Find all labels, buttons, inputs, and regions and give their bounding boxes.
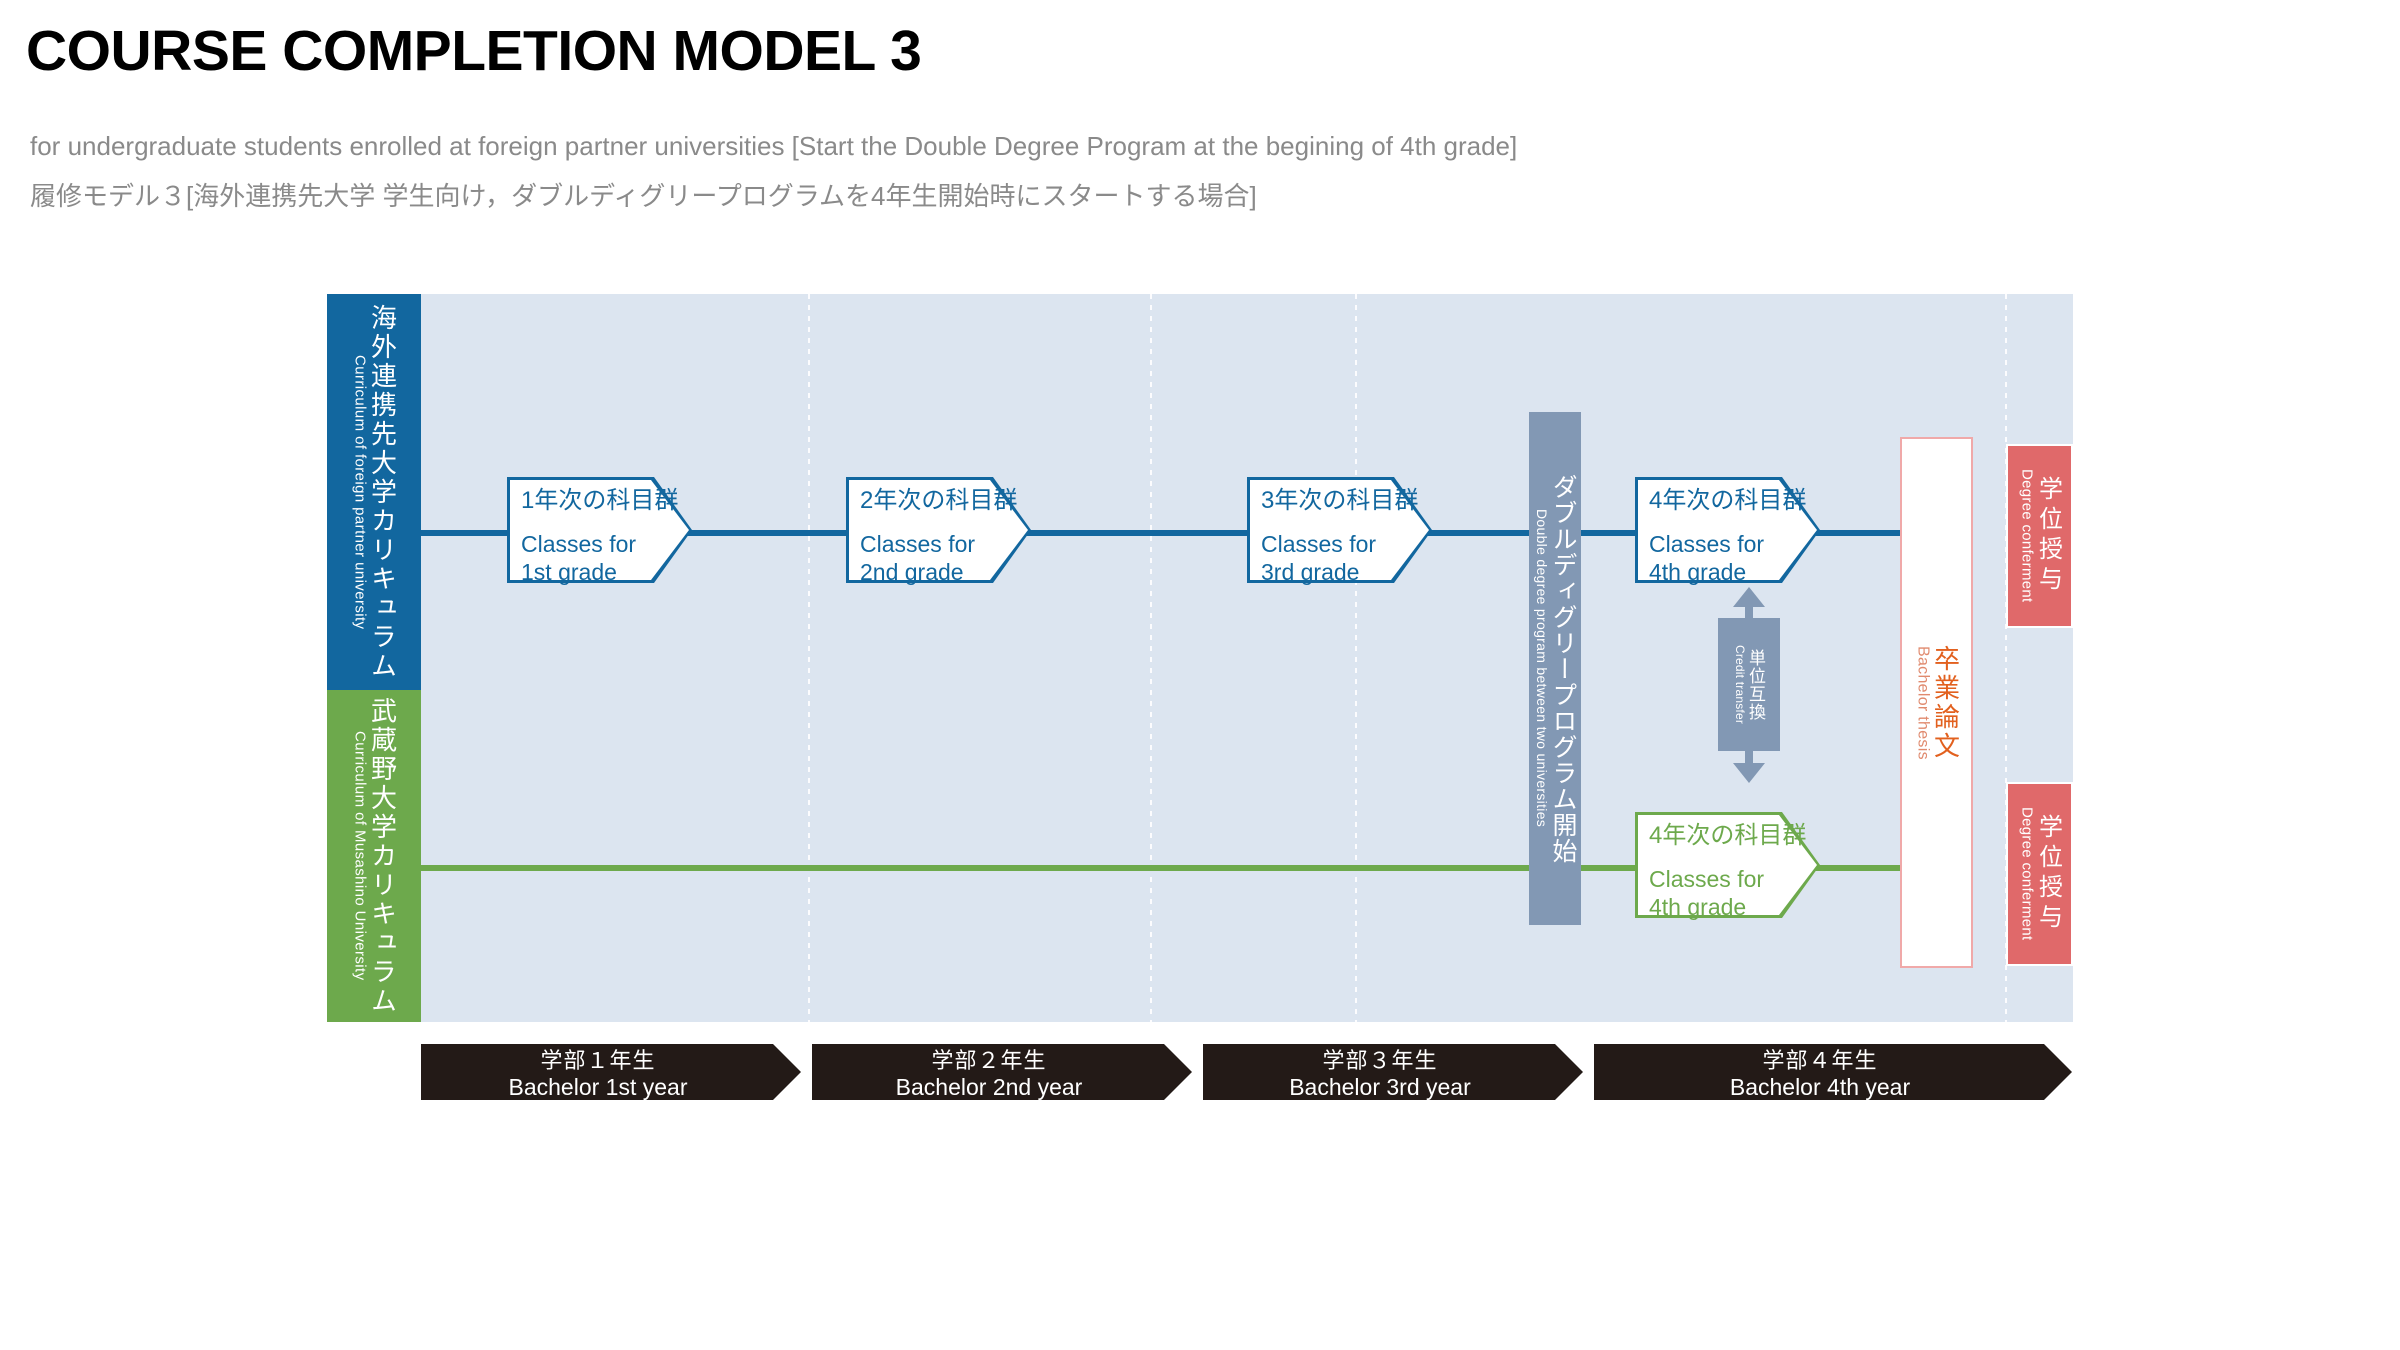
credit-transfer-arrow-shaft-upper bbox=[1745, 605, 1753, 625]
class-box-fill bbox=[849, 480, 1028, 580]
class-box-label-ja: 2年次の科目群 bbox=[860, 487, 1018, 514]
class-box-foreign-3rd-grade[interactable]: 3年次の科目群 Classes for 3rd grade bbox=[1247, 477, 1432, 586]
timeline-year-3[interactable]: 学部３年生 Bachelor 3rd year bbox=[1203, 1044, 1583, 1100]
degree-conferment-label-en: Degree conferment bbox=[2018, 469, 2036, 603]
credit-transfer-label-en: Credit transfer bbox=[1733, 644, 1747, 725]
class-box-label-ja: 3年次の科目群 bbox=[1261, 487, 1419, 514]
class-box-foreign-1st-grade[interactable]: 1年次の科目群 Classes for 1st grade bbox=[507, 477, 692, 586]
page-title: COURSE COMPLETION MODEL 3 bbox=[26, 19, 922, 83]
musashino-track-rail bbox=[421, 865, 1971, 871]
credit-transfer-label-ja: 単位互換 bbox=[1746, 648, 1765, 721]
class-box-foreign-4th-grade[interactable]: 4年次の科目群 Classes for 4th grade bbox=[1635, 477, 1820, 586]
degree-conferment-label-en: Degree conferment bbox=[2018, 807, 2036, 941]
timeline-year-label-en: Bachelor 4th year bbox=[1729, 1073, 1911, 1100]
class-box-fill bbox=[510, 480, 689, 580]
credit-transfer-box[interactable]: 単位互換 Credit transfer bbox=[1718, 618, 1780, 751]
sidebar-band-musashino-university: 武蔵野大学カリキュラム Curriculum of Musashino Univ… bbox=[327, 690, 421, 1022]
class-box-label-en: Classes for 2nd grade bbox=[860, 531, 976, 586]
credit-transfer-arrow-up-icon bbox=[1733, 587, 1765, 607]
timeline-year-2[interactable]: 学部２年生 Bachelor 2nd year bbox=[812, 1044, 1192, 1100]
timeline-year-label-ja: 学部１年生 bbox=[540, 1048, 656, 1073]
subtitle-japanese: 履修モデル３[海外連携先大学 学生向け，ダブルディグリープログラムを4年生開始時… bbox=[30, 181, 1257, 211]
bachelor-thesis-box[interactable]: 卒業論文 Bachelor thesis bbox=[1900, 437, 1973, 968]
year-divider-3 bbox=[1355, 294, 1357, 1022]
class-box-text: 1年次の科目群 Classes for 1st grade bbox=[521, 486, 678, 586]
class-box-text: 4年次の科目群 Classes for 4th grade bbox=[1649, 821, 1806, 921]
class-box-text: 4年次の科目群 Classes for 4th grade bbox=[1649, 486, 1806, 586]
class-box-musashino-4th-grade[interactable]: 4年次の科目群 Classes for 4th grade bbox=[1635, 812, 1820, 921]
degree-conferment-label-ja: 学位授与 bbox=[2034, 814, 2062, 934]
class-box-label-ja: 4年次の科目群 bbox=[1649, 822, 1807, 849]
class-box-text: 2年次の科目群 Classes for 2nd grade bbox=[860, 486, 1017, 586]
diagram-panel: 海外連携先大学カリキュラム Curriculum of foreign part… bbox=[327, 294, 2073, 1022]
subtitle-english: for undergraduate students enrolled at f… bbox=[30, 131, 1518, 161]
class-box-label-ja: 4年次の科目群 bbox=[1649, 487, 1807, 514]
degree-conferment-musashino[interactable]: 学位授与 Degree conferment bbox=[2006, 782, 2073, 966]
timeline-year-label-en: Bachelor 1st year bbox=[508, 1073, 688, 1100]
double-degree-program-bar[interactable]: ダブルディグリープログラム開始 Double degree program be… bbox=[1529, 412, 1581, 925]
sidebar-band-musashino-label-ja: 武蔵野大学カリキュラム bbox=[367, 696, 398, 1016]
timeline-year-label-en: Bachelor 2nd year bbox=[895, 1073, 1083, 1100]
timeline-year-label-ja: 学部３年生 bbox=[1322, 1048, 1438, 1073]
class-box-label-en: Classes for 1st grade bbox=[521, 531, 637, 586]
timeline-year-label-ja: 学部４年生 bbox=[1762, 1048, 1878, 1073]
foreign-track-rail bbox=[421, 530, 1968, 536]
sidebar-band-foreign-label-en: Curriculum of foreign partner university bbox=[351, 354, 369, 630]
class-box-foreign-2nd-grade[interactable]: 2年次の科目群 Classes for 2nd grade bbox=[846, 477, 1031, 586]
timeline-year-label-en: Bachelor 3rd year bbox=[1289, 1073, 1471, 1100]
class-box-label-en: Classes for 4th grade bbox=[1649, 866, 1765, 921]
class-box-fill bbox=[1638, 815, 1817, 915]
timeline-year-label-ja: 学部２年生 bbox=[931, 1048, 1047, 1073]
year-divider-2 bbox=[1150, 294, 1152, 1022]
year-divider-4 bbox=[2005, 294, 2007, 1022]
class-box-fill bbox=[1638, 480, 1817, 580]
timeline-year-1[interactable]: 学部１年生 Bachelor 1st year bbox=[421, 1044, 801, 1100]
credit-transfer-arrow-down-icon bbox=[1733, 763, 1765, 783]
year-divider-1 bbox=[808, 294, 810, 1022]
double-degree-label-ja: ダブルディグリープログラム開始 bbox=[1549, 473, 1577, 864]
class-box-text: 3年次の科目群 Classes for 3rd grade bbox=[1261, 486, 1418, 586]
credit-transfer-arrow-shaft-lower bbox=[1745, 745, 1753, 765]
degree-conferment-label-ja: 学位授与 bbox=[2034, 476, 2062, 596]
class-box-label-en: Classes for 4th grade bbox=[1649, 531, 1765, 586]
degree-conferment-foreign[interactable]: 学位授与 Degree conferment bbox=[2006, 444, 2073, 628]
sidebar-band-foreign-label-ja: 海外連携先大学カリキュラム bbox=[367, 303, 398, 681]
class-box-label-ja: 1年次の科目群 bbox=[521, 487, 679, 514]
class-box-label-en: Classes for 3rd grade bbox=[1261, 531, 1377, 586]
sidebar-band-musashino-label-en: Curriculum of Musashino University bbox=[351, 731, 369, 981]
bachelor-thesis-label-en: Bachelor thesis bbox=[1914, 645, 1932, 760]
sidebar-band-foreign-university: 海外連携先大学カリキュラム Curriculum of foreign part… bbox=[327, 294, 421, 690]
class-box-fill bbox=[1250, 480, 1429, 580]
bachelor-thesis-label-ja: 卒業論文 bbox=[1930, 644, 1961, 761]
timeline-year-4[interactable]: 学部４年生 Bachelor 4th year bbox=[1594, 1044, 2072, 1100]
double-degree-label-en: Double degree program between two univer… bbox=[1534, 509, 1550, 828]
